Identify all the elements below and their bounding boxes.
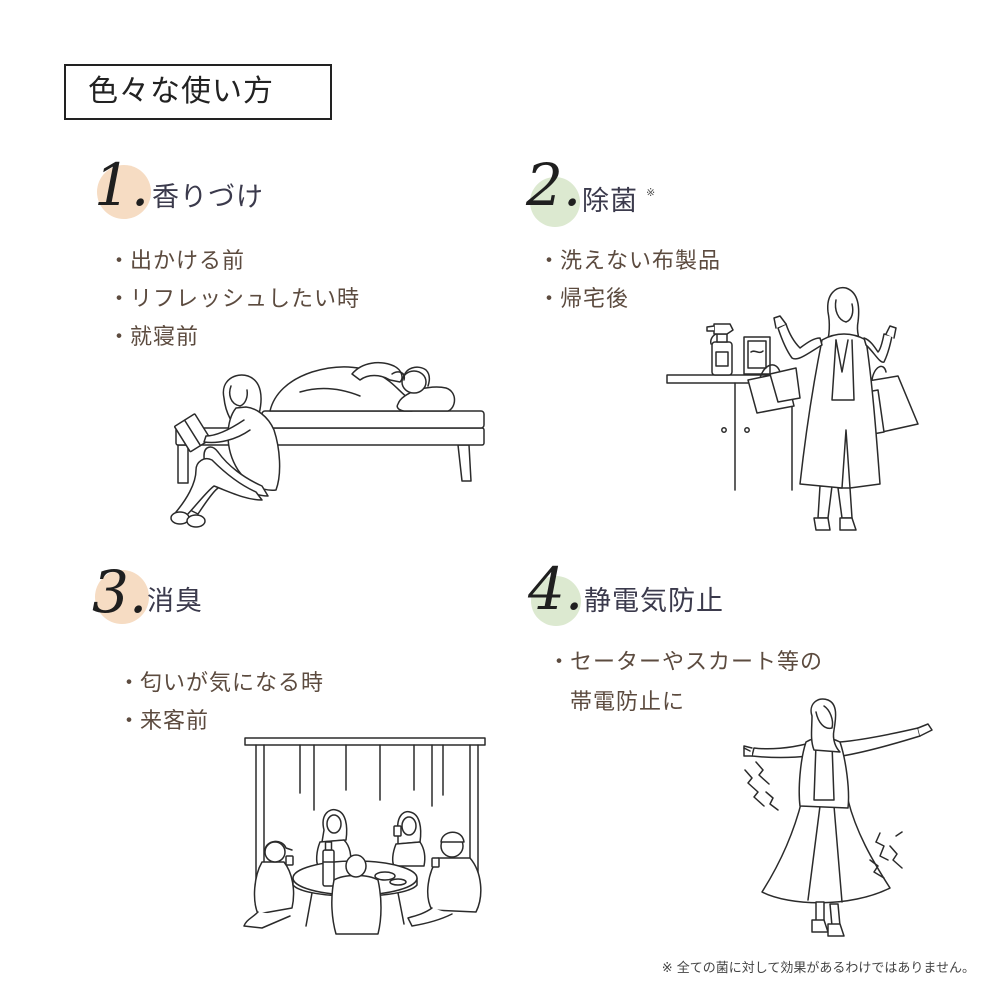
- list-item: ・ 出かける前: [108, 243, 360, 281]
- bullet: ・: [538, 287, 562, 312]
- section-2-number: 2.: [526, 151, 582, 219]
- bullet: ・: [538, 249, 562, 274]
- list-item: ・ 就寝前: [108, 319, 360, 357]
- list-item-text: 匂いが気になる時: [140, 671, 325, 696]
- list-item: ・ セーターやスカート等の 帯電防止に: [548, 643, 823, 723]
- guest-front-back-view: [331, 854, 382, 935]
- guest-back-right: [391, 810, 426, 867]
- list-item-text: リフレッシュしたい時: [130, 287, 361, 312]
- list-item-text: 来客前: [140, 709, 210, 734]
- sleeping-person: [269, 361, 456, 412]
- bedtime-illustration: [170, 361, 485, 528]
- section-2-accent-circle: [530, 177, 580, 227]
- page-title-box: 色々な使い方: [64, 64, 332, 120]
- bullet: ・: [118, 671, 142, 696]
- photo-frame-icon: [743, 336, 771, 375]
- list-item-text: 出かける前: [130, 249, 246, 274]
- section-3-number: 3.: [92, 558, 148, 626]
- section-1-title: 香りづけ: [152, 182, 264, 213]
- section-3-list: ・ 匂いが気になる時 ・ 来客前: [118, 665, 324, 741]
- page-title: 色々な使い方: [88, 74, 274, 109]
- section-2-title-footnote-mark: ※: [646, 186, 656, 199]
- book-icon: [174, 413, 212, 453]
- section-3-accent-circle: [95, 570, 149, 624]
- list-item: ・ 洗えない布製品: [538, 243, 721, 281]
- section-2-title: 除菌: [582, 186, 638, 217]
- section-1-list: ・ 出かける前 ・ リフレッシュしたい時 ・ 就寝前: [108, 243, 360, 357]
- returning-home-illustration: [666, 286, 919, 531]
- guests-illustration: [243, 737, 486, 935]
- static-spark-icon: [743, 747, 903, 879]
- bullet: ・: [108, 287, 132, 312]
- list-item-text: 就寝前: [130, 325, 200, 350]
- section-4-title: 静電気防止: [584, 586, 724, 617]
- bullet: ・: [108, 249, 132, 274]
- woman-arms-outstretched: [743, 698, 933, 937]
- section-4-number: 4.: [528, 555, 584, 623]
- list-item-text: 洗えない布製品: [560, 249, 722, 274]
- static-free-illustration: [743, 698, 933, 937]
- list-item-text: 帰宅後: [560, 287, 630, 312]
- section-1-number: 1.: [94, 151, 150, 219]
- list-item: ・ 匂いが気になる時: [118, 665, 324, 703]
- spray-bottle-icon: [706, 323, 734, 376]
- bottle-icon: [322, 841, 335, 887]
- footnote: ※ 全ての菌に対して効果があるわけではありません。: [661, 961, 975, 976]
- bullet: ・: [118, 709, 142, 734]
- guest-right-beanie: [407, 831, 482, 927]
- list-item: ・ 来客前: [118, 703, 324, 741]
- bullet: ・: [108, 325, 132, 350]
- list-item: ・ リフレッシュしたい時: [108, 281, 360, 319]
- section-3-title: 消臭: [147, 586, 203, 617]
- section-4-accent-circle: [531, 576, 581, 626]
- section-1-accent-circle: [97, 165, 151, 219]
- section-2-list: ・ 洗えない布製品 ・ 帰宅後: [538, 243, 721, 319]
- list-item: ・ 帰宅後: [538, 281, 721, 319]
- reading-person: [170, 374, 281, 528]
- guest-left-cap: [243, 840, 295, 929]
- section-4-list: ・ セーターやスカート等の 帯電防止に: [548, 643, 823, 723]
- woman-in-coat: [773, 286, 897, 531]
- bullet: ・: [548, 650, 572, 675]
- list-item-text: セーターやスカート等の 帯電防止に: [570, 650, 824, 715]
